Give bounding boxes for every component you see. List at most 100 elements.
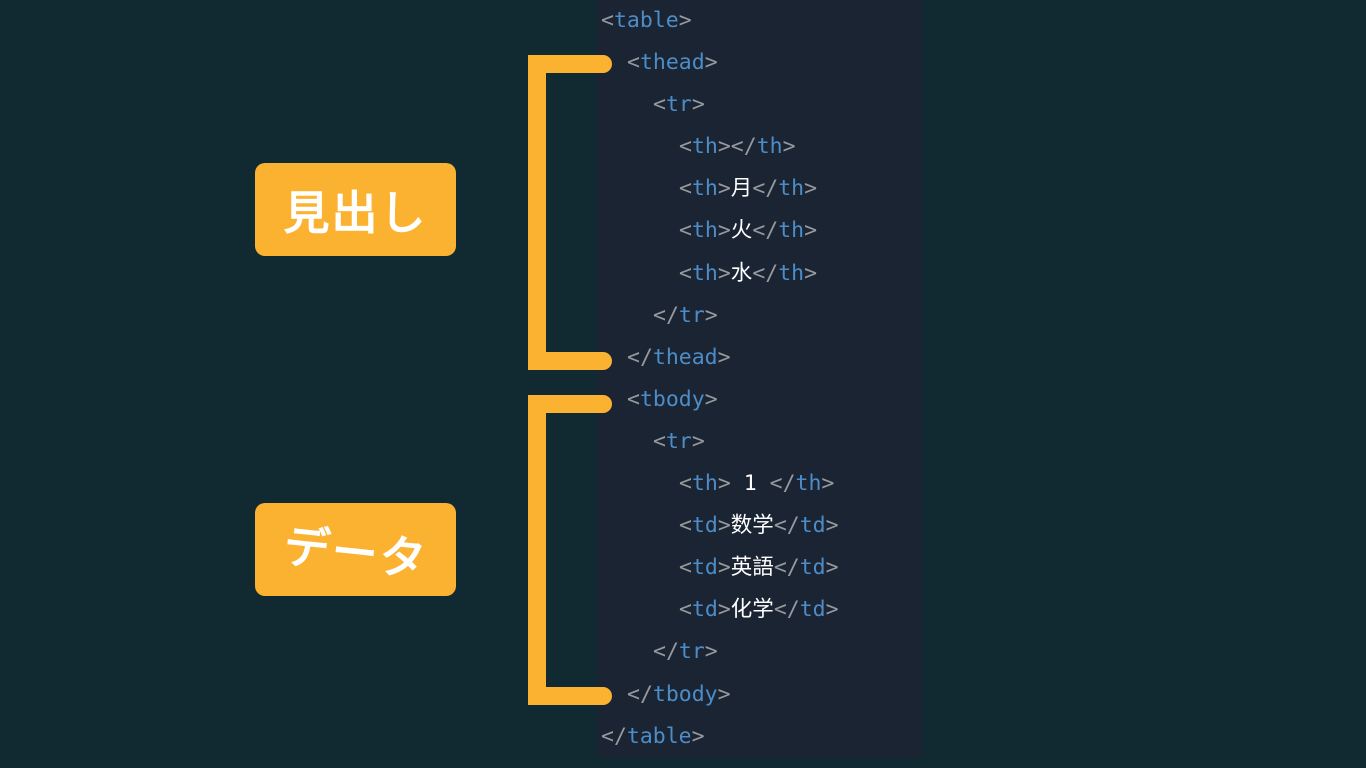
code-line: </tr> (601, 295, 922, 337)
code-tag-name: td (799, 555, 826, 581)
code-line: <table> (601, 0, 922, 42)
code-tag-name: th (756, 134, 783, 160)
code-punctuation: > (691, 92, 705, 118)
code-line: <td>化学</td> (601, 589, 922, 631)
code-tag-name: td (691, 513, 718, 539)
code-line: <td>英語</td> (601, 547, 922, 589)
code-punctuation: </ (627, 344, 653, 370)
code-punctuation: > (821, 471, 835, 497)
code-punctuation: > (704, 50, 718, 76)
code-line: <th>月</th> (601, 168, 922, 210)
code-tag-name: th (795, 471, 822, 497)
code-punctuation: < (679, 513, 692, 539)
code-punctuation: < (679, 471, 692, 497)
code-line: <td>数学</td> (601, 505, 922, 547)
code-punctuation: > (825, 597, 839, 623)
code-tag-name: tr (678, 302, 705, 328)
code-punctuation: < (679, 260, 692, 286)
code-punctuation: > (804, 218, 818, 244)
code-punctuation: > (825, 513, 839, 539)
code-punctuation: </ (773, 597, 800, 623)
code-text-content: 水 (730, 260, 753, 286)
data-callout: データ (255, 503, 456, 596)
code-punctuation: < (627, 386, 640, 412)
code-punctuation: </ (752, 260, 779, 286)
code-line: <tr> (601, 421, 922, 463)
code-tag-name: tbody (652, 681, 718, 707)
code-line: </tr> (601, 631, 922, 673)
code-tag-name: tr (665, 92, 692, 118)
code-punctuation: > (691, 428, 705, 454)
code-punctuation: > (717, 260, 731, 286)
code-text-content: 1 (730, 471, 770, 497)
code-punctuation: </ (601, 723, 627, 749)
code-punctuation: > (717, 513, 731, 539)
code-punctuation: </ (627, 681, 653, 707)
code-punctuation: </ (752, 218, 779, 244)
code-tag-name: tr (665, 428, 692, 454)
code-punctuation: > (804, 260, 818, 286)
code-punctuation: > (825, 555, 839, 581)
code-tag-name: th (778, 260, 805, 286)
code-tag-name: th (691, 471, 718, 497)
code-tag-name: td (691, 555, 718, 581)
code-punctuation: > (691, 723, 705, 749)
code-panel: <table><thead><tr><th></th><th>月</th><th… (597, 0, 922, 757)
code-punctuation: < (679, 176, 692, 202)
code-text-content: 火 (730, 218, 753, 244)
code-line: <th>火</th> (601, 210, 922, 252)
data-bracket (528, 395, 612, 705)
code-punctuation: < (653, 428, 666, 454)
code-punctuation: > (717, 344, 731, 370)
code-text-content: 英語 (730, 555, 774, 581)
code-line: <th> 1 </th> (601, 463, 922, 505)
code-tag-name: th (691, 260, 718, 286)
code-tag-name: tr (678, 639, 705, 665)
code-punctuation: > (704, 302, 718, 328)
code-punctuation: < (679, 134, 692, 160)
code-text-content: 化学 (730, 597, 774, 623)
code-punctuation: > (717, 218, 731, 244)
code-punctuation: > (704, 386, 718, 412)
code-punctuation: ></ (717, 134, 757, 160)
code-punctuation: > (717, 555, 731, 581)
code-line: <tbody> (601, 379, 922, 421)
code-punctuation: < (679, 218, 692, 244)
code-tag-name: td (691, 597, 718, 623)
code-punctuation: < (601, 8, 614, 33)
code-punctuation: </ (653, 302, 679, 328)
code-tag-name: table (613, 8, 679, 33)
heading-callout-label: 見出し (283, 186, 428, 239)
code-text-content: 月 (730, 176, 753, 202)
code-punctuation: > (704, 639, 718, 665)
code-tag-name: td (799, 513, 826, 539)
code-punctuation: > (782, 134, 796, 160)
code-tag-name: th (691, 218, 718, 244)
code-line: <tr> (601, 84, 922, 126)
code-line: <th>水</th> (601, 253, 922, 295)
data-callout-label: データ (280, 519, 430, 586)
code-tag-name: table (626, 723, 692, 749)
heading-bracket (528, 55, 612, 370)
code-tag-name: thead (639, 50, 705, 76)
code-punctuation: > (717, 597, 731, 623)
code-punctuation: </ (653, 639, 679, 665)
code-punctuation: </ (752, 176, 779, 202)
code-punctuation: < (679, 597, 692, 623)
code-line: </table> (601, 716, 922, 758)
code-punctuation: </ (773, 513, 800, 539)
code-punctuation: > (717, 681, 731, 707)
code-line: <thead> (601, 42, 922, 84)
code-punctuation: > (804, 176, 818, 202)
code-punctuation: < (627, 50, 640, 76)
code-tag-name: th (691, 176, 718, 202)
code-punctuation: </ (773, 555, 800, 581)
code-punctuation: < (679, 555, 692, 581)
code-tag-name: th (778, 218, 805, 244)
code-text-content: 数学 (730, 513, 774, 539)
code-tag-name: th (778, 176, 805, 202)
heading-callout: 見出し (255, 163, 456, 256)
code-punctuation: > (717, 176, 731, 202)
code-tag-name: th (691, 134, 718, 160)
code-tag-name: tbody (639, 386, 705, 412)
